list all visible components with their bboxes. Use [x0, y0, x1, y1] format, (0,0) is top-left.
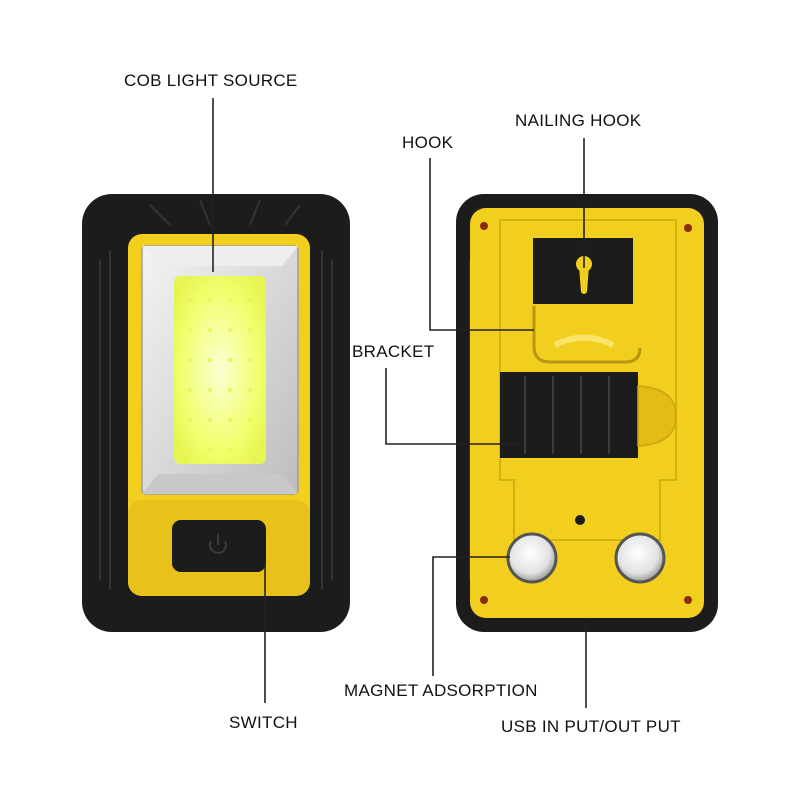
reflector-bevel [142, 246, 298, 266]
front-housing-ribs [99, 199, 333, 590]
leader-lines [212, 98, 587, 708]
switch-button [172, 520, 266, 572]
leader-bracket [385, 368, 520, 445]
screw-holes [480, 222, 692, 604]
label-magnet-adsorption: MAGNET ADSORPTION [344, 681, 538, 700]
bracket-frame [499, 219, 677, 541]
leader-magnet [432, 556, 510, 676]
leader-hook [429, 158, 534, 331]
bracket-thumb-notch [637, 385, 677, 447]
label-nailing-hook: NAILING HOOK [515, 111, 642, 130]
wire-hook [532, 306, 642, 364]
power-icon [209, 534, 227, 554]
bracket-stand [500, 372, 638, 458]
cob-light-panel [174, 276, 266, 464]
front-light [82, 194, 350, 632]
back-light [456, 194, 718, 632]
magnet-left [506, 532, 558, 584]
center-screw [575, 515, 585, 525]
label-cob-light-source: COB LIGHT SOURCE [124, 71, 298, 90]
magnet-right [614, 532, 666, 584]
bracket-ribs [524, 376, 610, 454]
label-usb-input-output: USB IN PUT/OUT PUT [501, 717, 681, 736]
cob-led-dots [188, 298, 252, 452]
label-bracket: BRACKET [352, 342, 435, 361]
label-hook: HOOK [402, 133, 454, 152]
label-switch: SWITCH [229, 713, 298, 732]
